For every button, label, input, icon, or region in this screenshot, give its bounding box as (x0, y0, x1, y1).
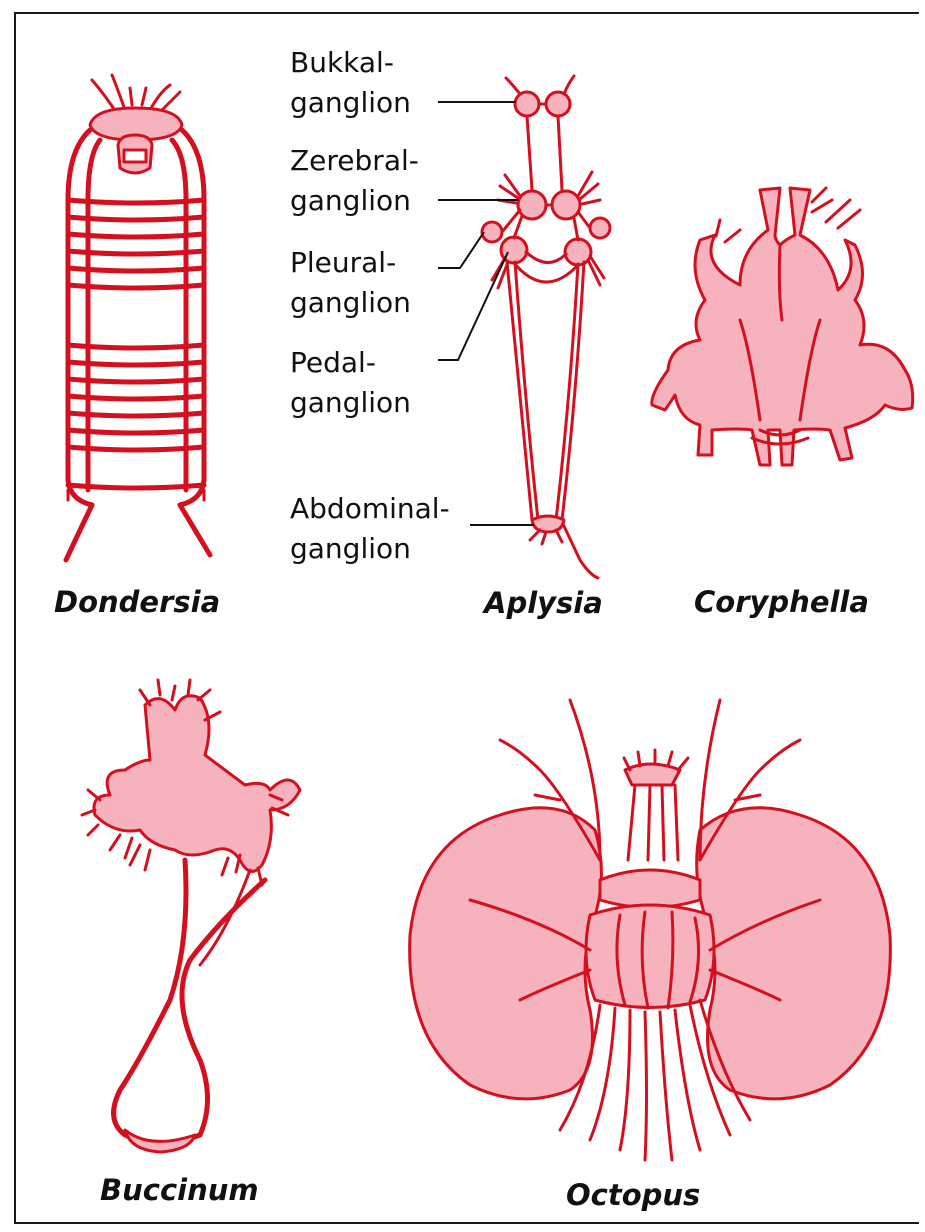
label-pleural-2: ganglion (290, 286, 411, 319)
species-coryphella: Coryphella (694, 585, 869, 619)
ganglion-labels: Bukkal- ganglion Zerebral- ganglion Pleu… (290, 46, 450, 565)
dondersia-commissure (68, 345, 204, 348)
coryphella-drawing (652, 188, 913, 465)
dondersia-commissure (68, 217, 204, 220)
buccinum-drawing (82, 680, 300, 1152)
dondersia-commissure (68, 447, 204, 450)
dondersia-commissure (68, 485, 204, 488)
dondersia-commissure (68, 379, 204, 382)
dondersia-commissure (68, 234, 204, 237)
aplysia-drawing (482, 76, 610, 578)
dondersia-commissure (68, 362, 204, 365)
label-bukkal-2: ganglion (290, 86, 411, 119)
species-aplysia: Aplysia (482, 586, 603, 620)
species-buccinum: Buccinum (100, 1173, 259, 1207)
label-abdominal-1: Abdominal- (290, 492, 450, 525)
dondersia-commissure (68, 285, 204, 288)
dondersia-commissure (68, 396, 204, 399)
dondersia-commissure (68, 251, 204, 254)
label-bukkal-1: Bukkal- (290, 46, 394, 79)
species-dondersia: Dondersia (54, 585, 220, 619)
dondersia-commissure (68, 268, 204, 271)
dondersia-drawing (66, 75, 210, 560)
label-zerebral-2: ganglion (290, 184, 411, 217)
label-pleural-1: Pleural- (290, 246, 396, 279)
label-abdominal-2: ganglion (290, 532, 411, 565)
dondersia-commissure (68, 413, 204, 416)
species-octopus: Octopus (566, 1178, 700, 1212)
label-pedal-1: Pedal- (290, 346, 376, 379)
dondersia-commissure (68, 200, 204, 203)
octopus-drawing (410, 700, 891, 1160)
dondersia-commissure (68, 430, 204, 433)
label-pedal-2: ganglion (290, 386, 411, 419)
label-zerebral-1: Zerebral- (290, 144, 419, 177)
